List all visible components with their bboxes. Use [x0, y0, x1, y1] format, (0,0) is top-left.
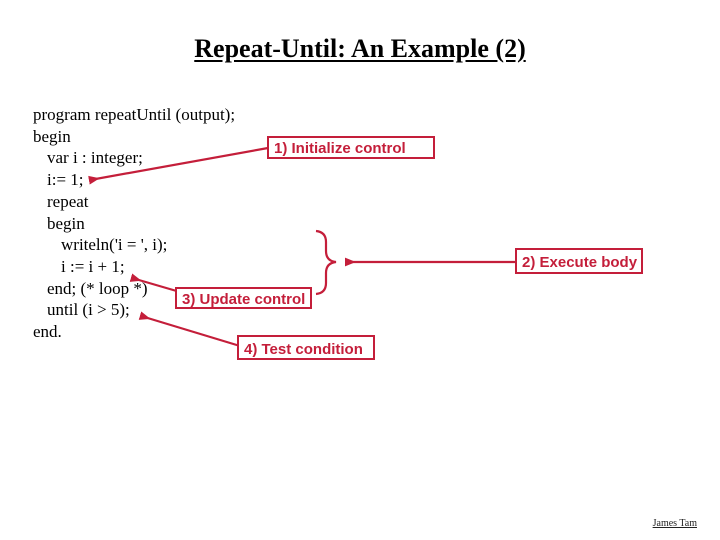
code-line: program repeatUntil (output); — [33, 105, 236, 124]
code-line: var i : integer; — [47, 148, 143, 168]
annotation-box-initialize-control: 1) Initialize control — [267, 136, 435, 159]
code-line: i:= 1; — [47, 170, 84, 190]
code-line: end. — [33, 322, 62, 342]
annotation-box-test-condition: 4) Test condition — [237, 335, 375, 360]
code-line: begin — [47, 213, 85, 233]
code-line: i := i + 1; — [61, 256, 125, 276]
code-line: writeln('i = ', i); — [61, 235, 168, 255]
code-line: until (i > 5); — [47, 300, 130, 320]
annotation-box-execute-body: 2) Execute body — [515, 248, 643, 274]
slide-title: Repeat-Until: An Example (2) — [194, 34, 526, 63]
code-line: repeat — [47, 191, 89, 211]
brace-icon — [315, 229, 337, 296]
footer-author: James Tam — [652, 518, 697, 529]
annotation-box-update-control: 3) Update control — [175, 287, 312, 309]
code-line: begin — [33, 126, 71, 146]
